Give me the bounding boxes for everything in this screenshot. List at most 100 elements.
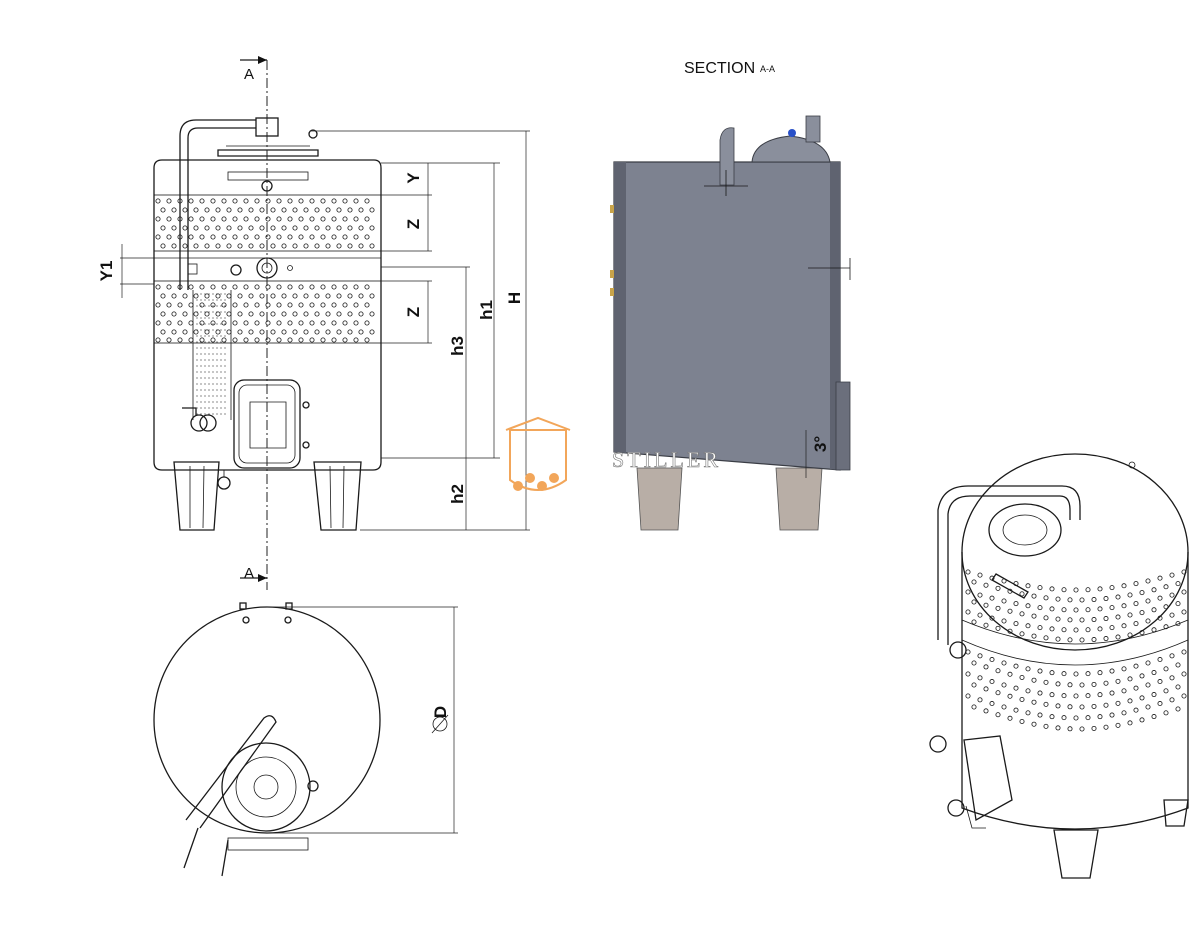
jacket-dimple — [1043, 595, 1049, 601]
jacket-dimple — [215, 207, 221, 213]
section-mark-top: A — [244, 66, 254, 83]
jacket-dimple — [314, 225, 320, 231]
jacket-dimple — [254, 216, 260, 222]
jacket-dimple — [221, 337, 227, 343]
jacket-dimple — [364, 337, 370, 343]
jacket-dimple — [1001, 618, 1007, 624]
jacket-dimple — [204, 243, 210, 249]
jacket-dimple — [199, 320, 205, 326]
jacket-dimple — [331, 302, 337, 308]
jacket-dimple — [1037, 605, 1043, 611]
outlet-valve-handle[interactable] — [182, 407, 197, 416]
iso-thermometer — [949, 641, 967, 659]
jacket-dimple — [320, 234, 326, 240]
top-lid-rim — [226, 145, 310, 161]
jacket-dimple — [353, 216, 359, 222]
outlet-valve[interactable] — [190, 414, 208, 432]
jacket-dimple — [1025, 583, 1031, 589]
jacket-dimple — [1073, 627, 1079, 633]
jacket-dimple — [259, 311, 265, 317]
jacket-dimple — [1157, 575, 1163, 581]
jacket-dimple — [243, 302, 249, 308]
jacket-dimple — [232, 320, 238, 326]
jacket-dimple — [965, 589, 971, 595]
jacket-dimple — [1139, 695, 1145, 701]
jacket-dimple — [1139, 590, 1145, 596]
jacket-dimple — [971, 704, 977, 710]
jacket-dimple — [1145, 682, 1151, 688]
iso-top-manway[interactable] — [988, 503, 1062, 557]
jacket-dimple — [226, 207, 232, 213]
lid-clamp[interactable] — [308, 129, 318, 139]
drain-valve[interactable] — [217, 476, 231, 490]
sample-tap[interactable] — [230, 264, 242, 276]
top-manway[interactable] — [221, 742, 311, 832]
jacket-dimple — [232, 337, 238, 343]
jacket-dimple — [276, 284, 282, 290]
sensor-pin — [287, 265, 293, 271]
jacket-dimple — [309, 198, 315, 204]
jacket-dimple — [1013, 663, 1019, 669]
iso-manway-door[interactable] — [963, 735, 1013, 822]
jacket-dimple — [281, 329, 287, 335]
section-tank-left-shade — [614, 162, 626, 453]
jacket-dimple — [1031, 593, 1037, 599]
jacket-dimple — [171, 311, 177, 317]
jacket-dimple — [325, 311, 331, 317]
jacket-dimple — [1091, 681, 1097, 687]
jacket-dimple — [155, 284, 161, 290]
jacket-dimple — [1067, 617, 1073, 623]
jacket-dimple — [364, 320, 370, 326]
jacket-dimple — [243, 216, 249, 222]
jacket-dimple — [1181, 589, 1187, 595]
jacket-dimple — [270, 329, 276, 335]
jacket-dimple — [309, 234, 315, 240]
jacket-dimple — [160, 311, 166, 317]
jacket-dimple — [237, 329, 243, 335]
jacket-dimple — [1139, 610, 1145, 616]
leg-right-hatch — [329, 465, 345, 529]
section-port-3 — [610, 288, 614, 296]
jacket-dimple — [281, 225, 287, 231]
jacket-dimple — [232, 198, 238, 204]
jacket-dimple — [1061, 607, 1067, 613]
jacket-dimple — [1151, 587, 1157, 593]
jacket-dimple — [204, 293, 210, 299]
jacket-dimple — [989, 615, 995, 621]
jacket-dimple — [1169, 697, 1175, 703]
iso-drain-valve[interactable] — [947, 799, 965, 817]
jacket-dimple — [1109, 585, 1115, 591]
jacket-dimple — [342, 302, 348, 308]
jacket-dimple — [331, 337, 337, 343]
jacket-dimple — [160, 225, 166, 231]
jacket-dimple — [276, 234, 282, 240]
jacket-dimple — [1151, 607, 1157, 613]
iso-outlet-valve[interactable] — [929, 735, 947, 753]
jacket-dimple — [210, 198, 216, 204]
jacket-dimple — [204, 225, 210, 231]
jacket-dimple — [325, 329, 331, 335]
jacket-dimple — [1001, 682, 1007, 688]
jacket-dimple — [303, 207, 309, 213]
jacket-dimple — [1115, 634, 1121, 640]
jacket-dimple — [1103, 702, 1109, 708]
jacket-dimple — [1163, 688, 1169, 694]
jacket-dimple — [1007, 628, 1013, 634]
jacket-dimple — [259, 293, 265, 299]
jacket-dimple — [182, 207, 188, 213]
diameter-symbol-slash — [431, 714, 449, 734]
jacket-dimple — [320, 198, 326, 204]
jacket-dimple — [259, 329, 265, 335]
jacket-dimple — [199, 337, 205, 343]
dim-label-y: Y — [404, 172, 423, 184]
top-view: D — [153, 602, 458, 877]
jacket-dimple — [265, 337, 271, 343]
jacket-dimple — [1121, 688, 1127, 694]
jacket-dimple — [193, 329, 199, 335]
jacket-dimple — [1157, 595, 1163, 601]
jacket-dimple — [989, 595, 995, 601]
jacket-dimple — [221, 320, 227, 326]
top-clamp — [307, 780, 319, 792]
jacket-dimple — [1157, 657, 1163, 663]
